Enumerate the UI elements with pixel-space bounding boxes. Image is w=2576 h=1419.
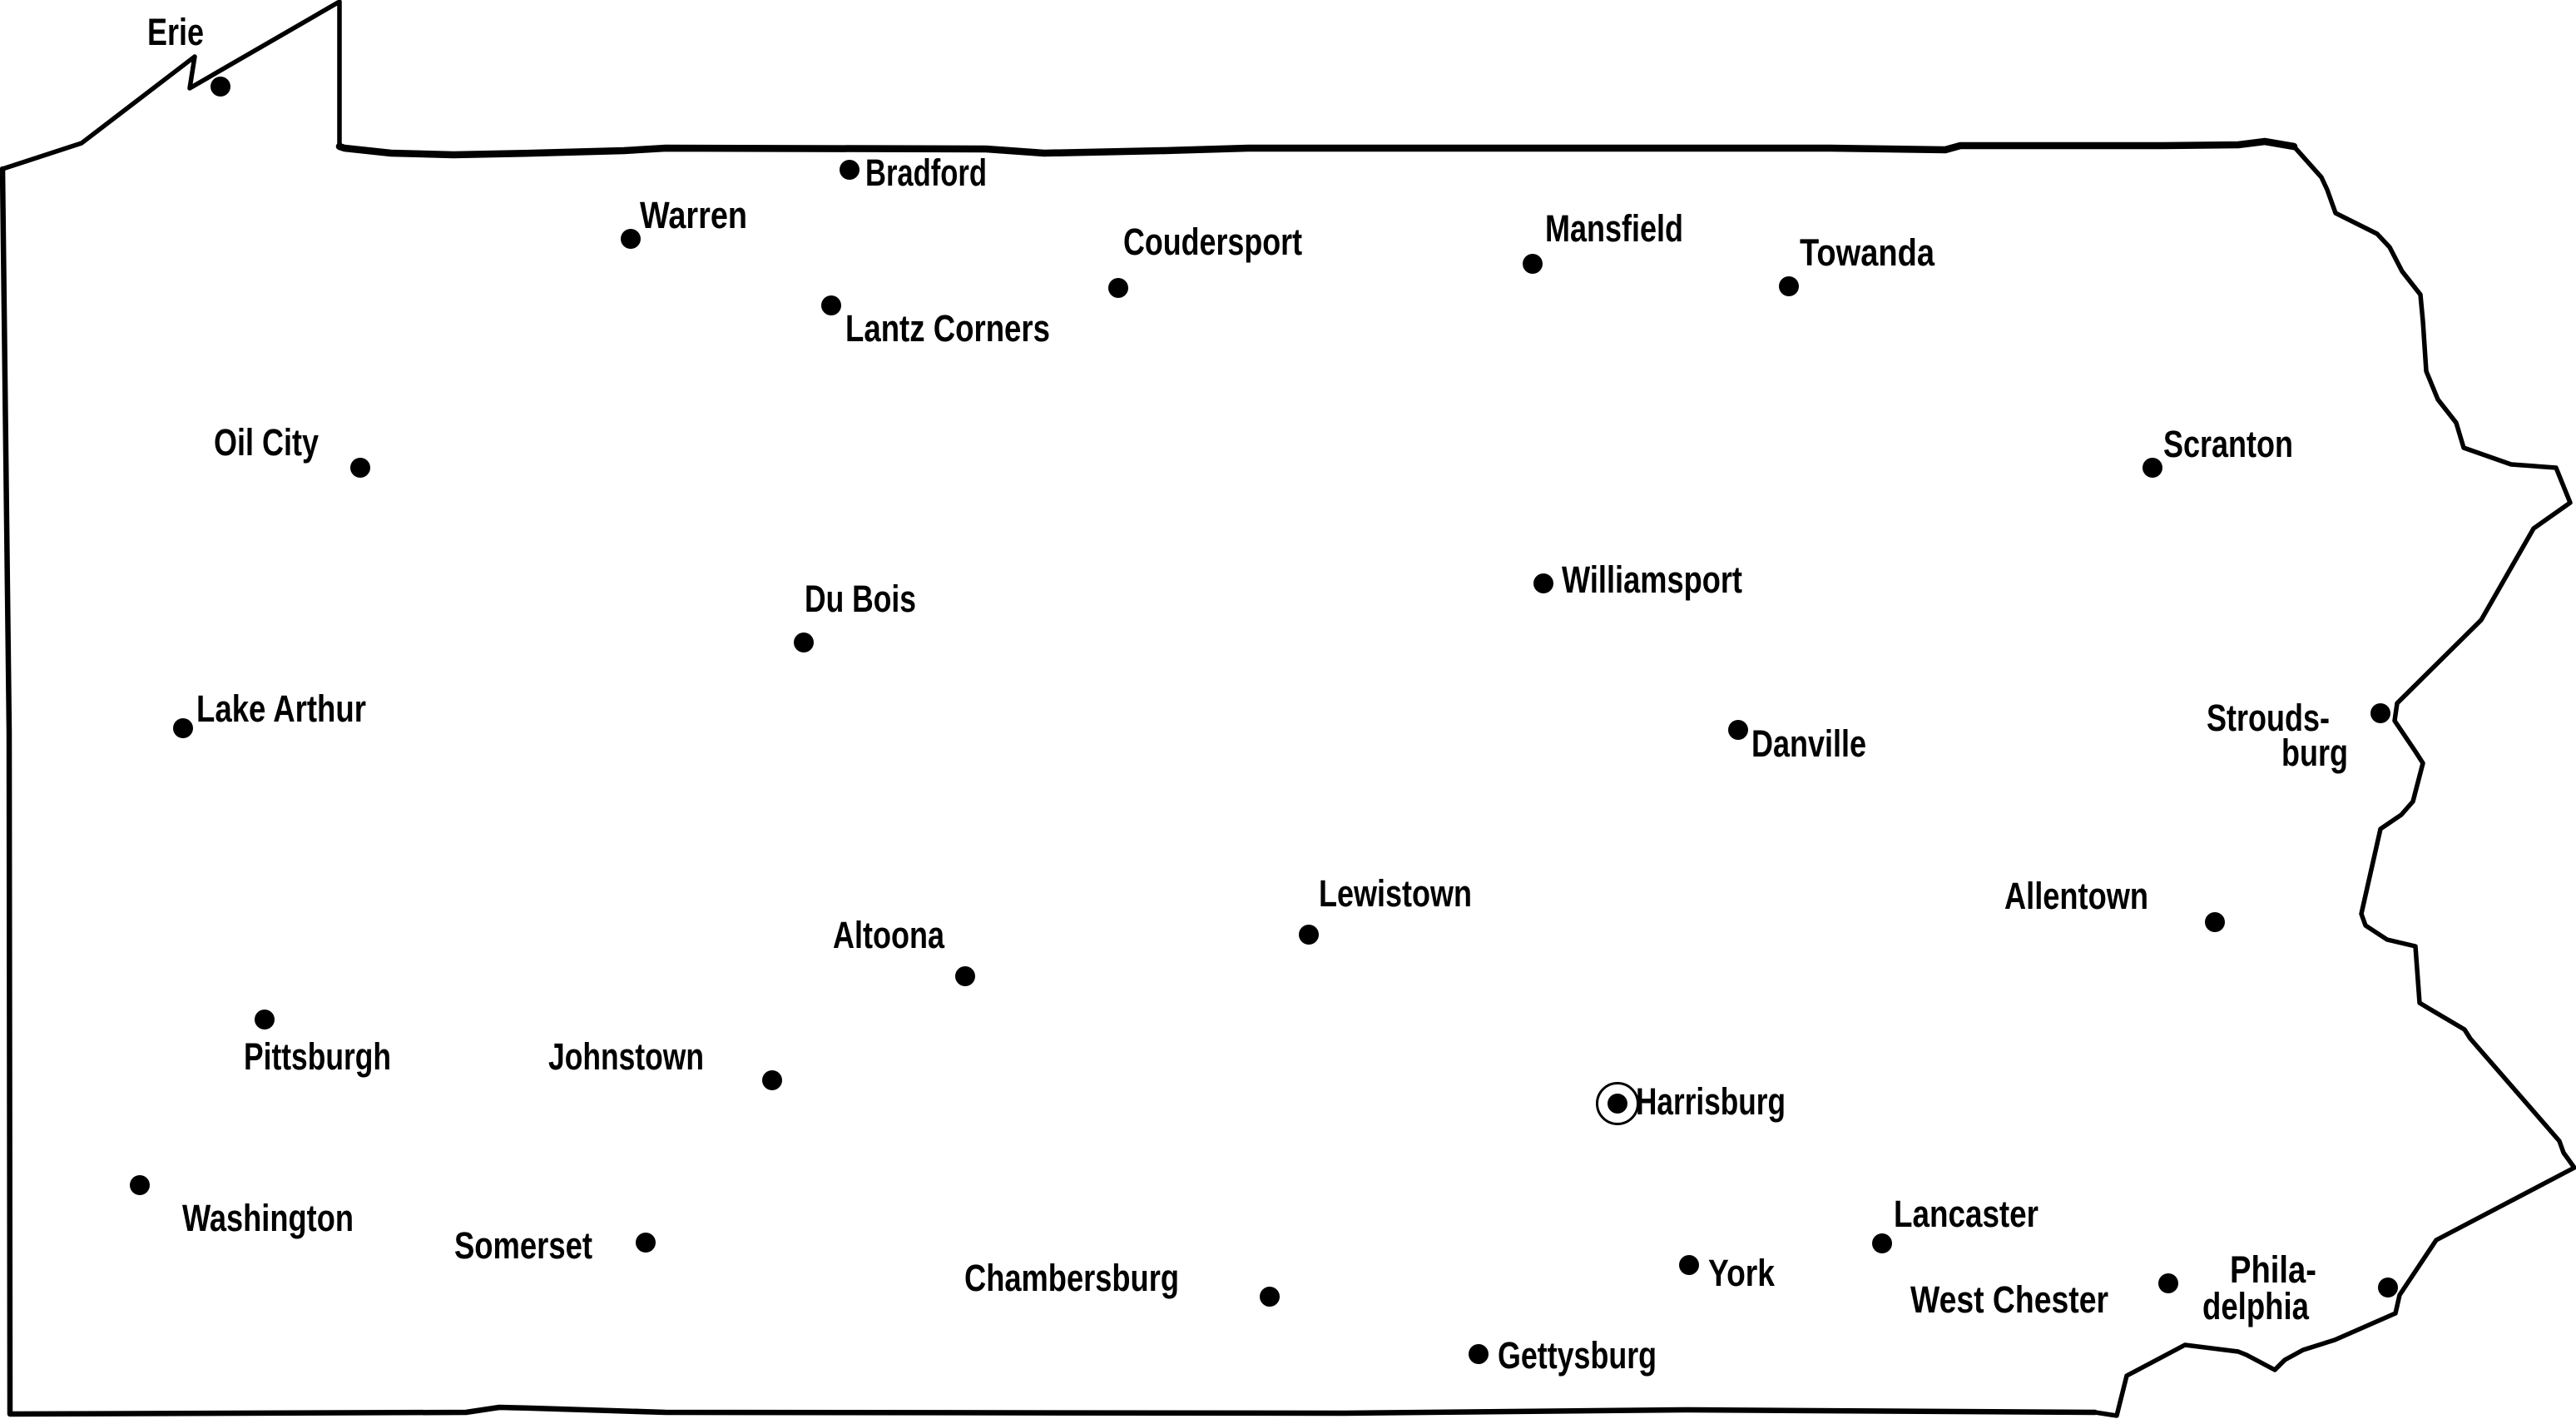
svg-text:Lewistown: Lewistown — [1319, 872, 1472, 915]
svg-text:Lancaster: Lancaster — [1894, 1193, 2039, 1235]
svg-text:Warren: Warren — [640, 194, 747, 236]
svg-text:Danville: Danville — [1751, 722, 1866, 765]
svg-text:Erie: Erie — [147, 11, 204, 53]
svg-text:Harrisburg: Harrisburg — [1636, 1080, 1786, 1123]
svg-text:Chambersburg: Chambersburg — [964, 1257, 1179, 1299]
svg-text:Towanda: Towanda — [1800, 231, 1935, 274]
svg-text:Pittsburgh: Pittsburgh — [244, 1035, 391, 1078]
svg-text:Lake Arthur: Lake Arthur — [196, 687, 366, 730]
svg-text:Somerset: Somerset — [454, 1224, 592, 1267]
svg-text:Strouds-: Strouds- — [2207, 697, 2330, 739]
svg-text:Gettysburg: Gettysburg — [1498, 1334, 1657, 1377]
svg-text:Williamsport: Williamsport — [1562, 558, 1742, 601]
svg-text:Lantz Corners: Lantz Corners — [845, 307, 1050, 350]
svg-text:Altoona: Altoona — [833, 914, 945, 956]
svg-text:Phila-: Phila- — [2230, 1248, 2316, 1291]
svg-text:Mansfield: Mansfield — [1545, 207, 1683, 250]
svg-text:burg: burg — [2281, 732, 2348, 774]
svg-text:delphia: delphia — [2202, 1285, 2310, 1327]
svg-text:Washington: Washington — [182, 1197, 354, 1239]
svg-text:West Chester: West Chester — [1910, 1278, 2108, 1321]
svg-text:Coudersport: Coudersport — [1123, 221, 1302, 263]
svg-text:Oil City: Oil City — [214, 421, 319, 464]
svg-text:Bradford: Bradford — [865, 151, 987, 194]
svg-text:York: York — [1708, 1252, 1776, 1294]
svg-text:Du Bois: Du Bois — [805, 578, 916, 620]
svg-text:Allentown: Allentown — [2004, 875, 2148, 917]
svg-text:Johnstown: Johnstown — [548, 1035, 704, 1078]
svg-text:Scranton: Scranton — [2163, 423, 2293, 465]
